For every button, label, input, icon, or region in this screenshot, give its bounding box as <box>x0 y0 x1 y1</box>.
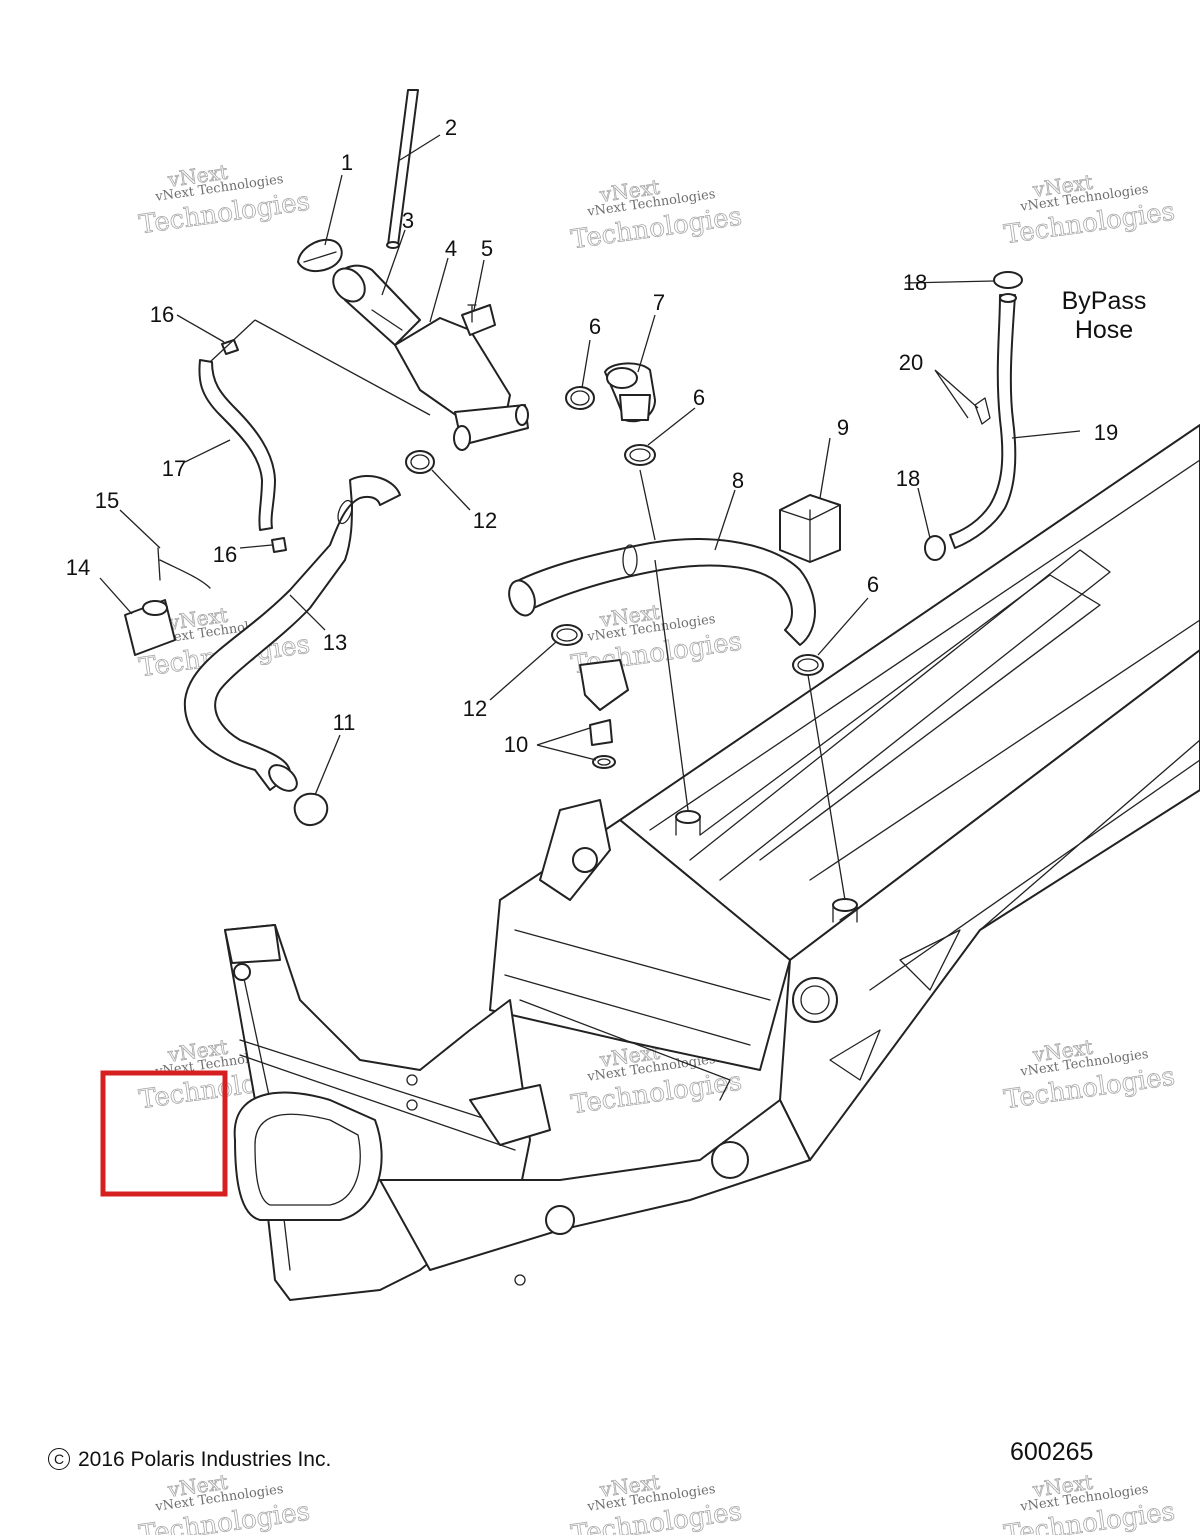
part-16-plug[interactable] <box>221 339 239 355</box>
callout-9: 9 <box>837 415 849 440</box>
part-6-clamp[interactable] <box>792 654 824 676</box>
part-14-fitting[interactable] <box>124 599 176 656</box>
part-18-clamp[interactable] <box>924 535 946 561</box>
part-4-reservoir[interactable] <box>394 304 529 451</box>
callout-7: 7 <box>653 290 665 315</box>
callout-2: 2 <box>445 115 457 140</box>
callout-8: 8 <box>732 468 744 493</box>
callout-13: 13 <box>323 630 347 655</box>
bypass-hose-label-line1: ByPass <box>1062 287 1147 315</box>
callout-labels: 1 2 3 4 5 6 6 6 7 8 9 10 11 12 12 13 14 … <box>66 115 1147 757</box>
callout-4: 4 <box>445 236 457 261</box>
part-12-clamp[interactable] <box>405 450 435 474</box>
part-7-elbow[interactable] <box>604 362 656 423</box>
callout-18: 18 <box>903 270 927 295</box>
figure-number: 600265 <box>1010 1438 1094 1466</box>
part-19-bypass-hose[interactable] <box>949 293 1017 549</box>
copyright-icon: C <box>48 1448 70 1470</box>
part-8-hose[interactable] <box>505 538 816 646</box>
bypass-hose-label-line2: Hose <box>1075 316 1133 344</box>
part-12-clamp[interactable] <box>551 624 583 646</box>
part-11-clamp[interactable] <box>293 792 329 827</box>
highlight-box <box>100 1070 228 1197</box>
copyright-text: 2016 Polaris Industries Inc. <box>78 1448 332 1471</box>
callout-17: 17 <box>162 456 186 481</box>
callout-20: 20 <box>899 350 923 375</box>
callout-16: 16 <box>213 542 237 567</box>
part-17-hose[interactable] <box>198 359 276 531</box>
part-13-hose[interactable] <box>183 475 401 796</box>
callout-11: 11 <box>333 710 356 735</box>
callout-3: 3 <box>402 208 414 233</box>
callout-6: 6 <box>867 572 879 597</box>
part-18-clamp[interactable] <box>993 271 1023 289</box>
leader-lines <box>99 134 1081 901</box>
callout-19: 19 <box>1094 420 1118 445</box>
part-6-clamp[interactable] <box>565 386 595 410</box>
part-10-housing[interactable] <box>579 659 629 711</box>
part-1-cap[interactable] <box>297 238 343 272</box>
part-2-tube[interactable] <box>386 89 419 249</box>
chassis-tunnel <box>224 424 1200 1301</box>
callout-14: 14 <box>66 555 90 580</box>
part-16-plug[interactable] <box>271 537 287 553</box>
callout-5: 5 <box>481 236 493 261</box>
callout-10: 10 <box>504 732 528 757</box>
callout-1: 1 <box>341 150 353 175</box>
part-10-thermostat[interactable] <box>589 719 616 769</box>
copyright: C 2016 Polaris Industries Inc. <box>48 1448 331 1472</box>
callout-16: 16 <box>150 302 174 327</box>
callout-6: 6 <box>589 314 601 339</box>
part-3-filler-neck[interactable] <box>327 262 421 346</box>
part-20-clip[interactable] <box>974 397 991 425</box>
part-6-clamp[interactable] <box>624 444 656 466</box>
callout-12: 12 <box>463 696 487 721</box>
callout-18: 18 <box>896 466 920 491</box>
callout-6: 6 <box>693 385 705 410</box>
callout-15: 15 <box>95 488 119 513</box>
part-15-tie[interactable] <box>157 547 211 589</box>
part-9-block[interactable] <box>779 494 841 563</box>
callout-12: 12 <box>473 508 497 533</box>
